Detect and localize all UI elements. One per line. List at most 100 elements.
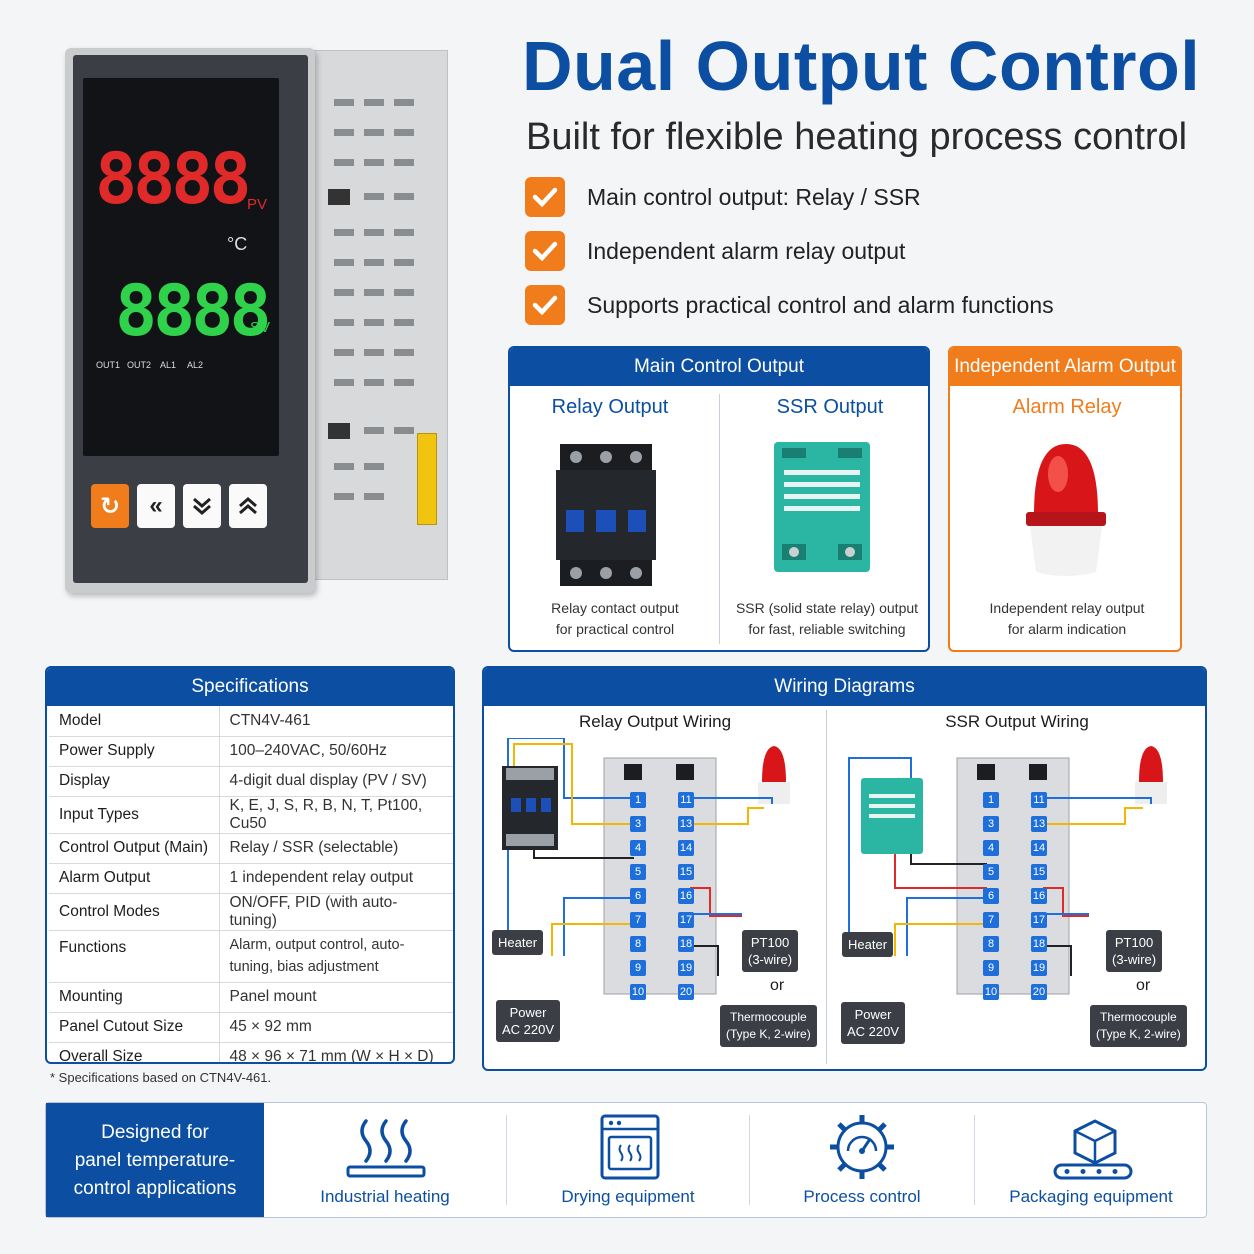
oven-icon (600, 1114, 660, 1180)
indicator-al1: AL1 (160, 360, 177, 370)
indicator-al2: AL2 (187, 360, 204, 370)
spec-key: Mounting (49, 982, 220, 1013)
wiring-diagrams-header: Wiring Diagrams (484, 668, 1205, 706)
feature-text: Main control output: Relay / SSR (587, 183, 921, 210)
spec-key: Overall Size (49, 1042, 220, 1062)
indicator-out2: OUT2 (127, 360, 152, 370)
page-subtitle: Built for flexible heating process contr… (526, 116, 1188, 158)
terminal-label: 5 (983, 864, 999, 880)
double-chevron-up-icon (239, 497, 257, 515)
main-output-panel: Main Control Output Relay Output SSR Out… (508, 346, 930, 652)
ssr-caption-1: SSR (solid state relay) output (735, 600, 919, 616)
terminal-label: 5 (630, 864, 646, 880)
terminal-label: 13 (1031, 816, 1047, 832)
relay-output-title: Relay Output (551, 396, 669, 418)
terminal-label: 11 (1031, 792, 1047, 808)
double-chevron-down-icon (193, 497, 211, 515)
relay-wiring-title: Relay Output Wiring (578, 712, 732, 731)
pt100-tag-line: PT100 (1114, 935, 1154, 950)
shift-button[interactable]: « (137, 484, 175, 528)
terminal-label: 17 (1031, 912, 1047, 928)
spec-value: Relay / SSR (selectable) (219, 833, 453, 864)
pt100-tag: PT100 (3-wire) (742, 930, 799, 972)
terminal-label: 7 (630, 912, 646, 928)
sv-label: SV (250, 319, 271, 336)
pt100-tag: PT100 (3-wire) (1106, 930, 1163, 972)
wiring-diagrams-panel: Wiring Diagrams Relay Output Wiring SSR … (482, 666, 1207, 1071)
heater-tag: Heater (842, 932, 894, 957)
feature-item: Supports practical control and alarm fun… (525, 285, 1054, 325)
terminal-label: 20 (1031, 984, 1047, 1000)
pt100-tag-line: (3-wire) (748, 952, 793, 967)
spec-value: 1 independent relay output (219, 863, 453, 894)
alarm-output-panel: Independent Alarm Output Alarm Relay Ind… (948, 346, 1182, 652)
terminal-label: 11 (678, 792, 694, 808)
double-chevron-left-icon: « (149, 492, 163, 519)
alarm-beacon-image (1026, 444, 1106, 576)
device-housing-side (313, 50, 448, 580)
application-label: Drying equipment (561, 1187, 695, 1206)
alarm-caption-1: Independent relay output (989, 600, 1145, 616)
terminal-label: 15 (678, 864, 694, 880)
or-label: or (1136, 977, 1151, 994)
check-icon (525, 177, 565, 217)
sv-display-digits: 8888 (115, 270, 272, 352)
terminal-label: 14 (1031, 840, 1047, 856)
pt100-tag-line: PT100 (750, 935, 790, 950)
application-drying-equipment: Drying equipment (507, 1103, 749, 1217)
terminal-label: 16 (678, 888, 694, 904)
power-tag-line: AC 220V (502, 1022, 555, 1037)
or-label: or (770, 977, 785, 994)
relay-contactor-image (556, 444, 656, 586)
temperature-controller-device: 8888 PV °C 8888 SV OUT1 OUT2 AL1 AL2 ↻ « (55, 38, 450, 593)
terminal-label: 6 (630, 888, 646, 904)
application-label: Packaging equipment (1009, 1187, 1173, 1206)
terminal-label: 19 (1031, 960, 1047, 976)
pt100-tag-line: (3-wire) (1112, 952, 1157, 967)
spec-value: K, E, J, S, R, B, N, T, Pt100, Cu50 (219, 796, 453, 834)
spec-value: Panel mount (219, 982, 453, 1013)
spec-value: Alarm, output control, auto-tuning, bias… (219, 930, 453, 983)
specifications-header: Specifications (47, 668, 453, 706)
down-button[interactable] (183, 484, 221, 528)
ssr-wiring-diagram (848, 746, 1167, 995)
check-icon (525, 285, 565, 325)
specifications-footnote: * Specifications based on CTN4V-461. (50, 1070, 272, 1085)
up-button[interactable] (229, 484, 267, 528)
terminal-label: 6 (983, 888, 999, 904)
ssr-wiring-title: SSR Output Wiring (945, 712, 1089, 731)
terminal-label: 17 (678, 912, 694, 928)
spec-key: Model (49, 706, 220, 737)
spec-value: 45 × 92 mm (219, 1012, 453, 1043)
feature-text: Independent alarm relay output (587, 237, 906, 264)
terminal-label: 10 (983, 984, 999, 1000)
applications-intro: Designed for panel temperature- control … (46, 1103, 264, 1217)
terminal-label: 4 (630, 840, 646, 856)
alarm-relay-title: Alarm Relay (1012, 396, 1122, 418)
ssr-output-title: SSR Output (776, 396, 884, 418)
table-row: Control Output (Main)Relay / SSR (select… (49, 833, 453, 864)
page-title: Dual Output Control (522, 27, 1201, 105)
relay-caption-1: Relay contact output (551, 600, 679, 616)
thermocouple-tag: Thermocouple(Type K, 2-wire) (720, 1005, 817, 1047)
thermocouple-tag-line: (Type K, 2-wire) (1096, 1027, 1181, 1041)
terminal-label: 8 (983, 936, 999, 952)
ssr-caption-2: for fast, reliable switching (748, 621, 906, 637)
alarm-output-header: Independent Alarm Output (950, 348, 1180, 386)
terminal-label: 8 (630, 936, 646, 952)
thermocouple-tag: Thermocouple(Type K, 2-wire) (1090, 1005, 1187, 1047)
terminal-label: 7 (983, 912, 999, 928)
terminal-label: 19 (678, 960, 694, 976)
conveyor-box-icon (1053, 1119, 1133, 1180)
set-button[interactable]: ↻ (91, 484, 129, 528)
feature-text: Supports practical control and alarm fun… (587, 291, 1054, 318)
pv-label: PV (247, 196, 268, 213)
terminal-label: 9 (983, 960, 999, 976)
